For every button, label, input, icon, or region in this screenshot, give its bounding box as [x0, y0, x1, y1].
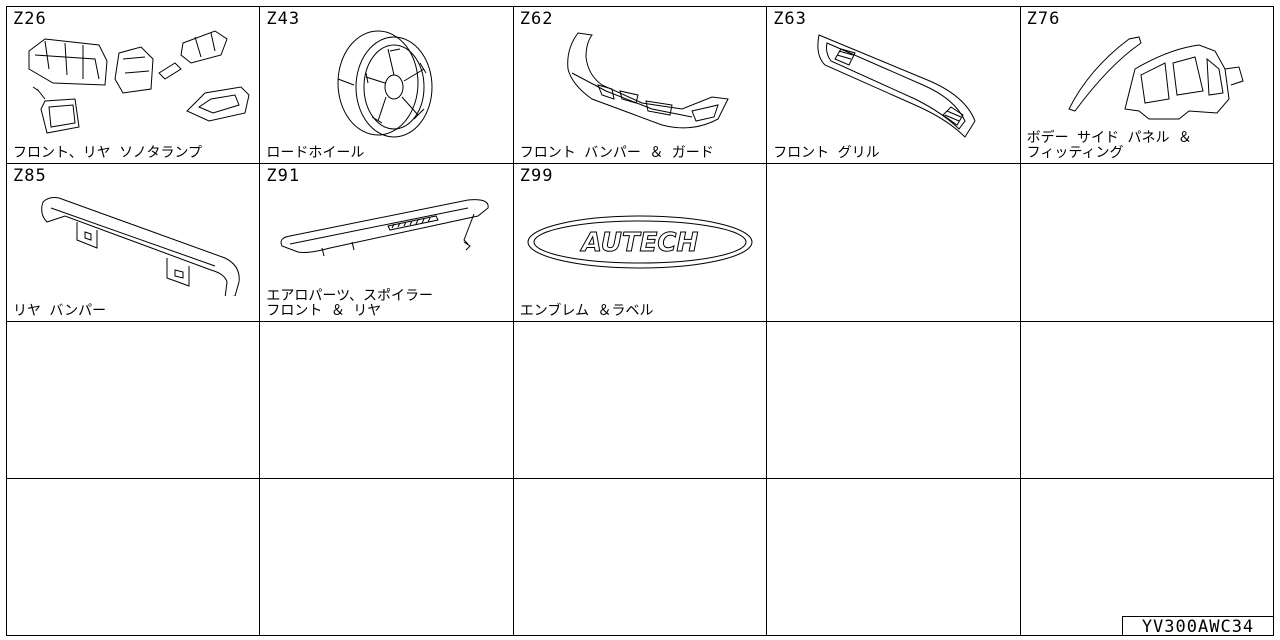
empty-cell	[7, 321, 261, 479]
empty-cell	[1020, 321, 1274, 479]
category-cell-z43[interactable]: Z43 ロードホイール	[260, 7, 514, 165]
wheel-illustration	[268, 29, 504, 139]
empty-cell	[260, 321, 514, 479]
category-label: ボデー サイド パネル ＆ フィッティング	[1026, 130, 1192, 162]
category-cell-z62[interactable]: Z62 フロント バンパー ＆ ガード	[513, 7, 768, 165]
empty-cell	[513, 321, 768, 479]
category-cell-z85[interactable]: Z85 リヤ バンパー	[7, 164, 261, 322]
front-bumper-illustration	[522, 29, 758, 139]
category-code: Z26	[13, 9, 47, 29]
category-cell-z91[interactable]: Z91 エアロパーツ、スポイラー フロント ＆ リヤ	[260, 164, 514, 322]
empty-cell	[513, 478, 768, 636]
empty-cell	[260, 478, 514, 636]
body-side-panel-illustration	[1029, 29, 1265, 139]
spoiler-illustration	[268, 186, 504, 296]
category-code: Z76	[1026, 9, 1061, 29]
lamps-illustration	[15, 29, 251, 139]
category-label: フロント、リヤ ソノタランプ	[13, 145, 203, 162]
rear-bumper-illustration	[15, 186, 251, 297]
category-label: エンブレム ＆ラベル	[519, 302, 654, 319]
category-cell-z63[interactable]: Z63 フロント グリル	[767, 7, 1021, 165]
parts-category-grid: Z26 フロント、リヤ ソノタランプ Z43	[6, 6, 1274, 636]
emblem-text: AUTECH	[580, 228, 699, 258]
category-label: ロードホイール	[266, 145, 365, 162]
category-code: Z85	[13, 166, 47, 187]
category-label: リヤ バンパー	[13, 302, 107, 319]
empty-cell	[1020, 478, 1274, 636]
category-cell-z99[interactable]: Z99 AUTECH エンブレム ＆ラベル	[513, 164, 768, 322]
empty-cell	[767, 321, 1021, 479]
diagram-id-label: YV300AWC34	[1122, 616, 1274, 637]
category-code: Z62	[519, 9, 554, 29]
front-grille-illustration	[775, 29, 1011, 139]
category-code: Z99	[519, 166, 554, 187]
category-code: Z63	[773, 9, 807, 29]
category-code: Z43	[266, 9, 301, 29]
category-label: フロント バンパー ＆ ガード	[519, 145, 714, 162]
category-label: フロント グリル	[773, 145, 880, 162]
category-cell-z26[interactable]: Z26 フロント、リヤ ソノタランプ	[7, 7, 261, 165]
category-label: エアロパーツ、スポイラー フロント ＆ リヤ	[266, 287, 433, 319]
empty-cell	[7, 478, 261, 636]
empty-cell	[1020, 164, 1274, 322]
emblem-illustration: AUTECH	[522, 186, 758, 296]
category-code: Z91	[266, 166, 301, 187]
category-cell-z76[interactable]: Z76 ボデー サイド パネル ＆ フィッティング	[1020, 7, 1274, 165]
empty-cell	[767, 478, 1021, 636]
empty-cell	[767, 164, 1021, 322]
